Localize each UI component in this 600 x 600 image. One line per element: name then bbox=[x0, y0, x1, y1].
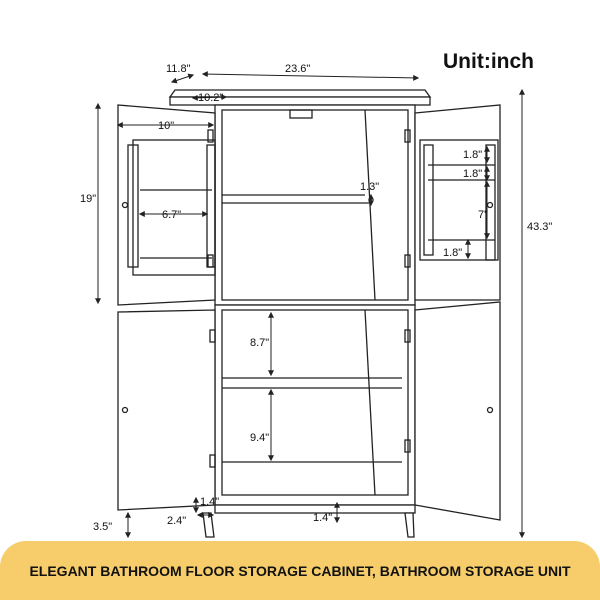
dim-top-inner: 10.2" bbox=[198, 92, 223, 104]
dim-rack-height: 7" bbox=[478, 209, 488, 221]
cabinet-drawing bbox=[117, 89, 501, 538]
dimension-labels: 11.8" 23.6" 10.2" 10" 19" 6.7" 1.3" 1.8"… bbox=[80, 63, 552, 533]
dimension-lines bbox=[95, 71, 525, 539]
dim-upper-height: 19" bbox=[80, 193, 96, 205]
unit-label: Unit:inch bbox=[443, 50, 534, 73]
dim-leg-width: 2.4" bbox=[167, 515, 186, 527]
dim-shelf-gap: 1.3" bbox=[360, 181, 379, 193]
dim-leg-gap: 1.4" bbox=[200, 496, 219, 508]
dim-lower-shelf-upper: 8.7" bbox=[250, 337, 269, 349]
dim-base-gap: 1.4" bbox=[313, 512, 332, 524]
title-banner bbox=[0, 541, 600, 600]
banner-text: ELEGANT BATHROOM FLOOR STORAGE CABINET, … bbox=[29, 563, 571, 579]
dim-lower-shelf-lower: 9.4" bbox=[250, 432, 269, 444]
dim-total-height: 43.3" bbox=[527, 221, 552, 233]
dim-door-shelf-width: 6.7" bbox=[162, 209, 181, 221]
dim-leg-height: 3.5" bbox=[93, 521, 112, 533]
dim-rack-b: 1.8" bbox=[463, 168, 482, 180]
dim-width-top: 23.6" bbox=[285, 63, 310, 75]
dim-door-width: 10" bbox=[158, 120, 174, 132]
dim-depth-top: 11.8" bbox=[166, 63, 191, 75]
dim-rack-c: 1.8" bbox=[443, 247, 462, 259]
dim-rack-a: 1.8" bbox=[463, 149, 482, 161]
